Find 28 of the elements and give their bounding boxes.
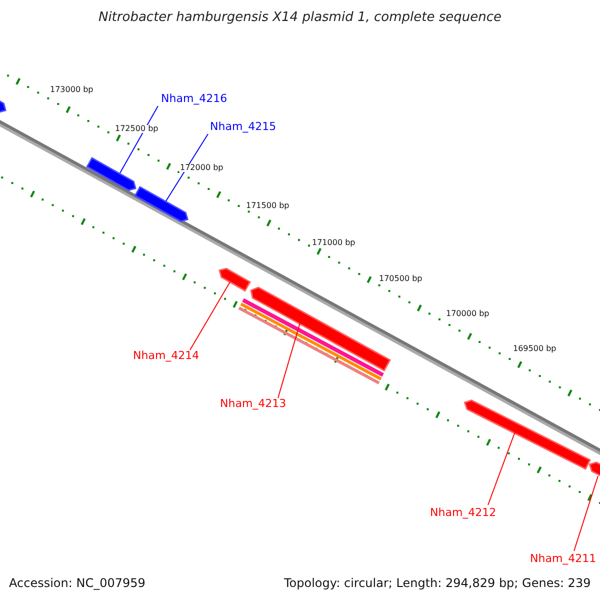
gene-label: Nham_4215 xyxy=(210,121,276,132)
gene-label: Nham_4211 xyxy=(530,553,596,564)
diagram-title: Nitrobacter hamburgensis X14 plasmid 1, complete sequence xyxy=(97,11,503,24)
gene-arrow xyxy=(218,268,252,292)
tick-label: 170500 bp xyxy=(378,275,424,283)
gene-arrow xyxy=(134,186,189,222)
leader-line xyxy=(120,106,158,174)
tick-label: 169500 bp xyxy=(512,345,558,353)
leader-line xyxy=(488,432,516,506)
gene-label: Nham_4214 xyxy=(133,350,200,361)
leader-line xyxy=(574,476,598,552)
tick-label: 171000 bp xyxy=(311,239,356,247)
leader-line xyxy=(278,322,300,398)
gene-label: Nham_4213 xyxy=(220,398,286,409)
tick-label: 170000 bp xyxy=(445,310,490,318)
gene-arrow xyxy=(464,400,591,470)
tick-label: 171500 bp xyxy=(245,202,290,210)
gene-label: Nham_4216 xyxy=(161,93,228,104)
gene-arrow xyxy=(86,156,136,191)
tick-label: 172500 bp xyxy=(114,125,160,133)
gene-label: Nham_4212 xyxy=(430,507,496,518)
tick-label: 173000 bp xyxy=(49,86,94,94)
gene-arrow xyxy=(250,286,392,372)
leader-line xyxy=(166,134,208,202)
leader-line xyxy=(190,282,230,350)
tick-label: 172000 bp xyxy=(179,164,224,172)
topology-text: Topology: circular; Length: 294,829 bp; Genes: 239 xyxy=(284,577,591,589)
accession-text: Accession: NC_007959 xyxy=(9,577,146,589)
